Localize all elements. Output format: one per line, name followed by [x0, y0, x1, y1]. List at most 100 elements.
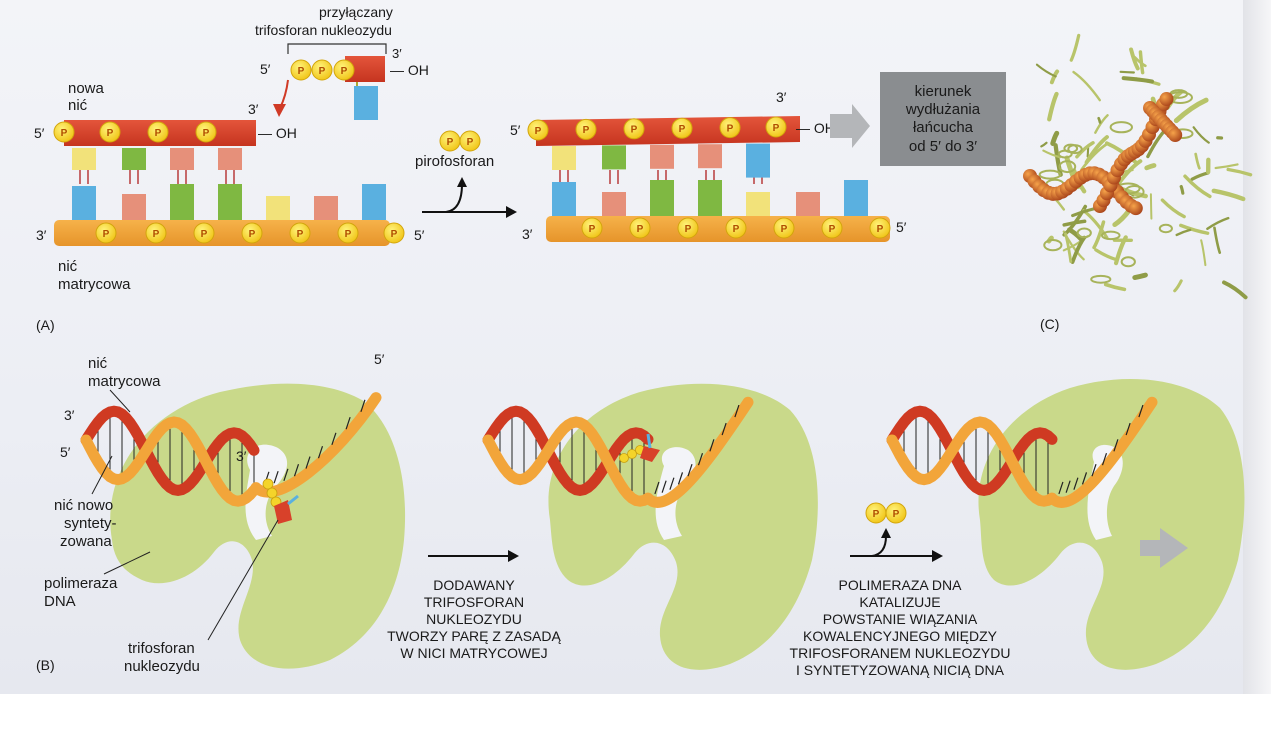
protein-helix: [1100, 230, 1121, 241]
protein-ribbon-segment: [1119, 70, 1135, 74]
unpaired-base: [734, 404, 740, 418]
base: [844, 180, 868, 216]
end-label-5-new: 5′: [34, 125, 45, 141]
step2-caption-4: KOWALENCYJNEGO MIĘDZY: [803, 628, 998, 644]
base: [552, 182, 576, 216]
protein-ribbon-segment: [1194, 152, 1201, 170]
dna-helix: [482, 396, 754, 508]
end-label-5-new: 5′: [510, 122, 521, 138]
template-strand-label-2: matrycowa: [58, 276, 131, 293]
base: [122, 148, 146, 170]
phosphate-circle: [677, 217, 699, 239]
template-strand-ribbon: [80, 416, 260, 507]
incoming-label-1: przyłączany: [319, 4, 393, 20]
protein-helix: [1109, 121, 1133, 134]
phosphate-symbol: P: [781, 224, 788, 235]
incoming-bracket: [287, 43, 387, 54]
phosphate-circle: [95, 222, 117, 244]
phosphate-symbol: P: [637, 224, 644, 235]
polymerase-structure-image: (C): [1023, 33, 1253, 332]
unpaired-base: [1073, 477, 1079, 490]
protein-ribbon-segment: [1035, 63, 1057, 78]
template-single-strand: [642, 396, 754, 508]
unpaired-base: [360, 399, 366, 413]
unpaired-base: [1065, 480, 1071, 493]
page-edge: [1243, 0, 1271, 694]
protein-ribbon-segment: [1047, 91, 1059, 122]
unpaired-base: [331, 432, 337, 446]
phosphate-symbol: P: [733, 224, 740, 235]
polymerase-3: [978, 378, 1245, 670]
phosphate-circle: [193, 222, 215, 244]
protein-ribbon-segment: [1183, 174, 1212, 199]
unpaired-base: [661, 480, 667, 493]
phosphate-circle: [869, 217, 891, 239]
phosphate-circle: [629, 217, 651, 239]
template-strand-b-2: matrycowa: [88, 373, 161, 390]
phosphate-circle: [719, 117, 741, 139]
protein-ribbon: [1035, 33, 1253, 300]
phosphate-circle: [821, 217, 843, 239]
unpaired-base: [1125, 422, 1131, 436]
unpaired-base: [709, 439, 715, 452]
phosphate-symbol: P: [685, 224, 692, 235]
new-strand-b-1: nić nowo: [54, 497, 113, 514]
phosphate-symbol: P: [297, 229, 304, 240]
protein-helix: [1158, 223, 1173, 234]
phosphate: P: [629, 217, 651, 239]
base: [650, 144, 674, 169]
phosphate-symbol: P: [203, 128, 210, 139]
end-label-5-b-top: 5′: [374, 351, 385, 367]
dna-atom: [1159, 92, 1174, 107]
phosphate-circle: [145, 222, 167, 244]
protein-ribbon-segment: [1192, 126, 1210, 144]
panel-b: nić matrycowa 3′ 5′ 5′ 3′ nić nowo synte…: [36, 351, 1245, 678]
phosphate: P: [439, 130, 461, 152]
incoming-nucleotide-b2: [619, 433, 660, 463]
phosphate: P: [193, 222, 215, 244]
phosphate-symbol: P: [773, 123, 780, 134]
base: [698, 144, 722, 169]
base: [746, 192, 770, 216]
dna-helix: [886, 396, 1158, 508]
new-strand-ribbon: [886, 405, 1058, 496]
phosphate: P: [885, 502, 907, 524]
phosphate-circle: [53, 121, 75, 143]
phosphate: P: [623, 118, 645, 140]
new-strand-backbone-extended: [536, 116, 800, 146]
protein-ribbon-segment: [1069, 33, 1081, 62]
protein-ribbon-segment: [1138, 50, 1145, 75]
protein-ribbon-segment: [1213, 226, 1222, 254]
phosphate-symbol: P: [877, 224, 884, 235]
phosphate-circle: [575, 118, 597, 140]
base: [552, 146, 576, 170]
phosphate: P: [290, 59, 312, 81]
phosphate: P: [459, 130, 481, 152]
protein-ribbon-segment: [1121, 76, 1154, 84]
unpaired-base: [305, 456, 311, 469]
phosphate: P: [289, 222, 311, 244]
protein-helix: [1043, 238, 1063, 252]
phosphate-symbol: P: [583, 125, 590, 136]
base: [796, 192, 820, 216]
phosphate-circle: [773, 217, 795, 239]
protein-ribbon-segment: [1092, 220, 1106, 250]
phosphate-circle: [333, 59, 355, 81]
protein-helix: [1057, 149, 1073, 159]
end-label-3-new: 3′: [248, 101, 259, 117]
unpaired-base: [293, 463, 300, 477]
protein-helix: [1038, 169, 1062, 180]
unpaired-base: [1091, 464, 1097, 477]
base: [170, 148, 194, 170]
template-strand-ribbon: [886, 416, 1058, 507]
phosphate-circle: [623, 118, 645, 140]
new-strand-ribbon: [80, 405, 260, 496]
phosphate-symbol: P: [873, 509, 880, 520]
unpaired-base: [669, 477, 675, 490]
phosphate: P: [527, 119, 549, 141]
end-label-3-template: 3′: [36, 227, 47, 243]
phosphate-symbol: P: [727, 123, 734, 134]
